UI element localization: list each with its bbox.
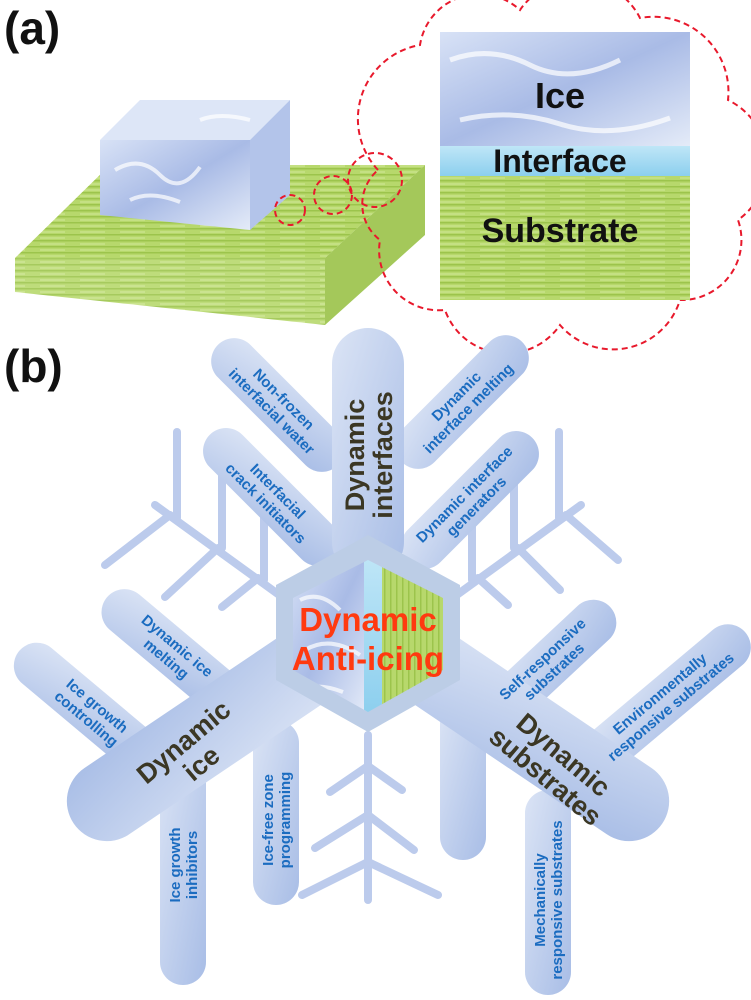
arm-dynamic-interfaces	[332, 328, 404, 578]
inset-ice-label: Ice	[535, 75, 585, 116]
branch-pill-mechanically-responsive	[525, 790, 571, 995]
branch-pill-environmentally-responsive	[579, 624, 751, 776]
svg-text:programming: programming	[277, 772, 294, 869]
svg-text:inhibitors: inhibitors	[184, 831, 201, 899]
svg-text:Ice-free zone: Ice-free zone	[260, 774, 277, 866]
label-ice-free-zone: Ice-free zone programming	[260, 772, 294, 869]
svg-text:responsive substrates: responsive substrates	[549, 820, 566, 979]
label-ice-growth-inhibitors: Ice growth inhibitors	[167, 827, 201, 902]
svg-text:interfaces: interfaces	[368, 391, 398, 519]
layer-inset: Ice Interface Substrate	[440, 32, 690, 300]
panel-a-label: (a)	[4, 2, 60, 54]
label-dynamic-interfaces: Dynamic interfaces	[340, 391, 398, 519]
branch-pill-non-frozen	[211, 338, 345, 472]
center-title-line2: Anti-icing	[292, 640, 444, 677]
center-hexagon: Dynamic Anti-icing	[276, 535, 460, 732]
branch-pill-ice-melting	[101, 589, 243, 715]
panel-b-label: (b)	[4, 340, 63, 392]
svg-text:Ice growth: Ice growth	[167, 827, 184, 902]
center-title-line1: Dynamic	[299, 601, 437, 638]
branch-pill-crack-initiators	[203, 428, 341, 566]
ice-cube	[100, 100, 290, 230]
branch-pill-ice-free-zone	[253, 720, 299, 905]
inset-substrate-label: Substrate	[482, 212, 639, 250]
svg-text:Dynamic: Dynamic	[340, 399, 370, 512]
inset-interface-label: Interface	[493, 143, 626, 179]
label-mechanically-responsive: Mechanically responsive substrates	[532, 820, 566, 979]
svg-text:Mechanically: Mechanically	[532, 853, 549, 947]
branch-pill-interface-generators	[401, 431, 539, 569]
branch-pill-interface-melting	[395, 335, 529, 469]
zoom-callout	[274, 0, 751, 355]
